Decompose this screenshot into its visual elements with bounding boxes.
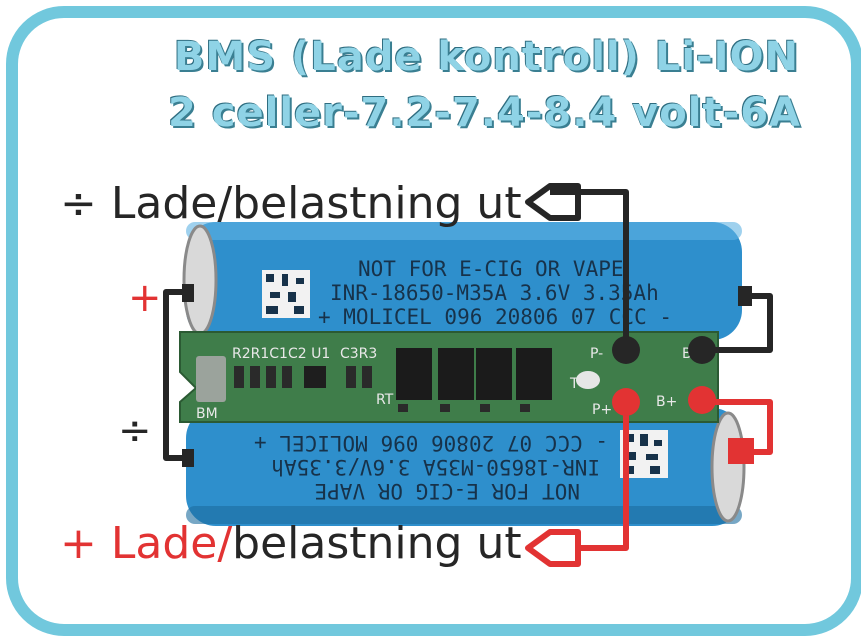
label-belastning: belastning ut bbox=[232, 518, 522, 569]
positive-wires bbox=[525, 399, 773, 567]
left-plus-sign: + bbox=[128, 275, 162, 321]
title-line-2: 2 celler-7.2-7.4-8.4 volt-6A bbox=[168, 90, 801, 136]
p-plus-pad-dot bbox=[612, 388, 640, 416]
pad-p-minus-label: P- bbox=[590, 346, 603, 362]
cell-top-text-1: NOT FOR E-CIG OR VAPE bbox=[358, 257, 624, 281]
cell-bottom-text-2: INR-18650-M35A 3.6V/3.35Ah bbox=[271, 455, 600, 479]
cell-top-plus-terminal bbox=[182, 284, 194, 302]
left-minus-sign: ÷ bbox=[118, 408, 152, 454]
silk-rt: RT bbox=[376, 392, 394, 408]
title-line-1: BMS (Lade kontroll) Li-ION bbox=[173, 34, 799, 80]
label-negative-output: ÷ Lade/belastning ut bbox=[60, 178, 522, 229]
negative-wires bbox=[163, 183, 773, 461]
silk-components: R2R1C1C2 U1 bbox=[232, 346, 330, 362]
cell-bottom-plus-terminal bbox=[728, 438, 754, 464]
cell-top-text-2: INR-18650-M35A 3.6V 3.35Ah bbox=[330, 281, 659, 305]
cell-top-minus-terminal bbox=[738, 286, 752, 306]
mosfet-chips bbox=[396, 348, 552, 412]
cell-bottom-text-1: NOT FOR E-CIG OR VAPE bbox=[314, 479, 580, 503]
bm-connector bbox=[196, 356, 226, 402]
b-minus-pad-dot bbox=[688, 336, 716, 364]
pad-b-plus-label: B+ bbox=[656, 394, 677, 410]
smd-components bbox=[234, 366, 372, 388]
cell-top-text-3: + MOLICEL 096 20806 07 CCC - bbox=[318, 305, 672, 329]
label-plus-sign: + bbox=[60, 518, 97, 569]
battery-cell-bottom: NOT FOR E-CIG OR VAPE INR-18650-M35A 3.6… bbox=[186, 408, 746, 526]
b-plus-pad-dot bbox=[688, 386, 716, 414]
p-minus-pad-dot bbox=[612, 336, 640, 364]
cell-bottom-text-3: - CCC 07 20806 096 MOLICEL + bbox=[254, 431, 608, 455]
thermistor bbox=[576, 371, 600, 389]
silk-c3r3: C3R3 bbox=[340, 346, 377, 362]
label-positive-output: + Lade/belastning ut bbox=[60, 518, 522, 569]
cell-bottom-minus-terminal bbox=[182, 449, 194, 467]
label-lade: Lade/ bbox=[96, 518, 233, 569]
battery-cell-top: NOT FOR E-CIG OR VAPE INR-18650-M35A 3.6… bbox=[182, 222, 742, 340]
silk-t: T bbox=[569, 376, 579, 392]
pad-p-plus-label: P+ bbox=[592, 402, 612, 418]
silk-bm: BM bbox=[196, 406, 218, 422]
bms-pcb: R2R1C1C2 U1 C3R3 BM RT T P- B- P+ B+ bbox=[179, 331, 719, 423]
